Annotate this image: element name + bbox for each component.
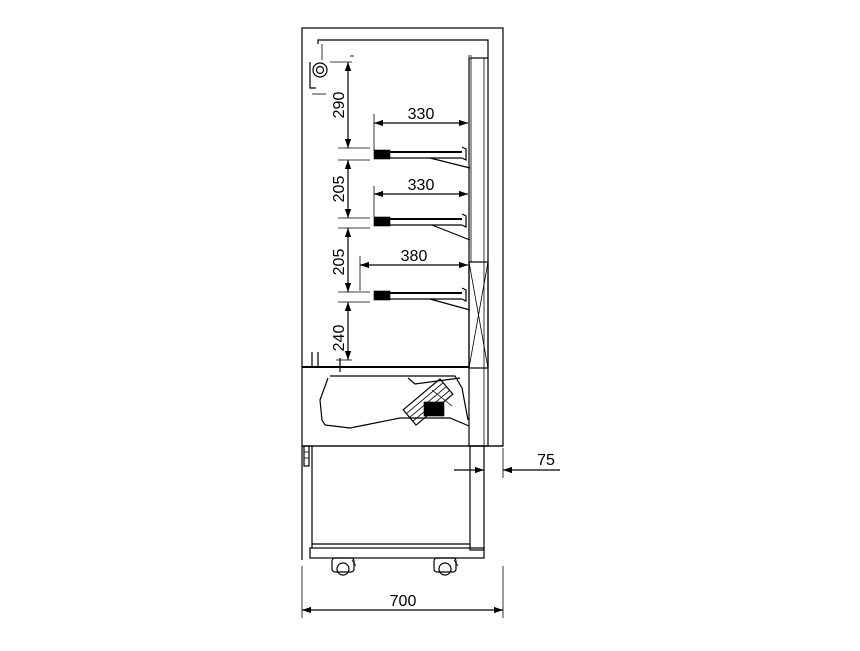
evaporator-coil [402, 378, 454, 426]
dim-shelf-gap-1: 205 [331, 176, 348, 203]
dim-shelf-depth-3: 380 [401, 248, 428, 265]
dim-back-offset: 75 [537, 452, 555, 469]
cabinet-outline [301, 27, 504, 447]
vertical-dimensions: 290 205 205 240 [330, 61, 370, 361]
dim-shelf-depth-2: 330 [408, 177, 435, 194]
dim-shelf-gap-2: 205 [331, 249, 348, 276]
shelf-2 [373, 213, 471, 241]
shelf-3 [373, 287, 471, 311]
shelf-1 [373, 146, 471, 169]
dim-overall-width: 700 [390, 593, 417, 610]
dim-bottom-clearance: 240 [331, 325, 348, 352]
dim-top-clearance: 290 [331, 92, 348, 119]
dim-shelf-depth-1: 330 [408, 106, 435, 123]
castor-wheels [331, 557, 459, 576]
back-offset-dimension: 75 [454, 448, 560, 478]
lower-compartment [301, 445, 503, 560]
shelf-dimensions: 330 330 380 [359, 106, 468, 291]
overall-width-dimension: 700 [301, 566, 504, 618]
base-tray [302, 352, 470, 429]
